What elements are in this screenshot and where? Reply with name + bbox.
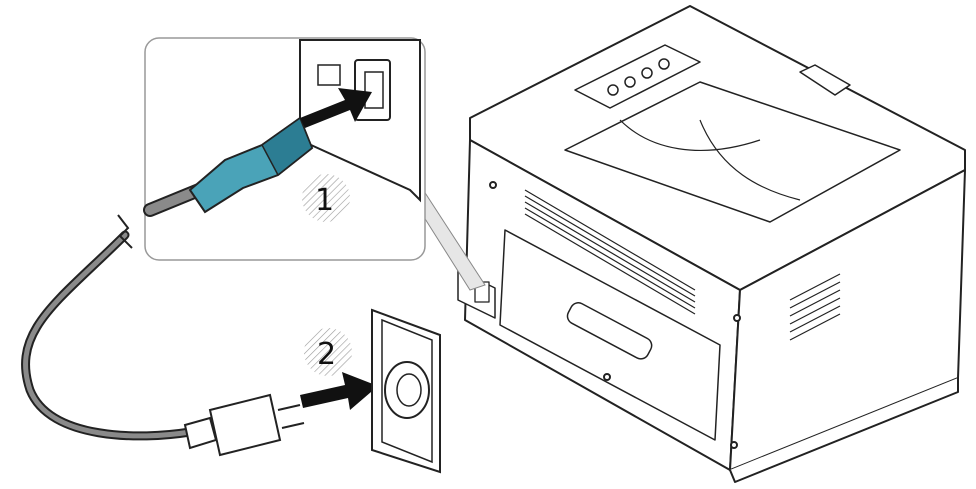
side-vent xyxy=(524,189,696,315)
control-panel xyxy=(574,44,701,109)
plug-pin xyxy=(281,422,305,429)
printer-foot xyxy=(729,378,959,483)
panel-button-icon[interactable] xyxy=(607,84,619,96)
panel-button-icon[interactable] xyxy=(641,67,653,79)
plug-strain-relief xyxy=(183,416,218,450)
inset-socket-inner xyxy=(364,71,384,109)
rear-handle[interactable] xyxy=(565,300,655,362)
cable-break-icon xyxy=(117,214,133,249)
power-cable-fill xyxy=(23,232,193,439)
wall-plug xyxy=(183,393,305,457)
step-1-badge xyxy=(302,174,350,222)
iec-connector-shade xyxy=(261,116,313,177)
wall-outlet xyxy=(371,308,441,474)
tray-tab xyxy=(799,64,851,96)
screw-icon xyxy=(603,373,611,381)
plug-pin xyxy=(277,404,301,411)
right-vent xyxy=(789,273,841,341)
power-cable xyxy=(21,230,195,441)
printer xyxy=(457,5,966,483)
plug-body xyxy=(208,393,282,457)
zoom-inset xyxy=(143,37,486,291)
step-2-label: 2 xyxy=(317,337,336,372)
inset-switch xyxy=(317,64,341,86)
screw-icon xyxy=(489,181,497,189)
output-tray xyxy=(564,81,901,223)
outlet-socket-inner xyxy=(396,373,422,407)
step-1-label: 1 xyxy=(315,183,334,218)
power-button-icon[interactable] xyxy=(658,58,670,70)
tray-curve xyxy=(619,119,761,151)
screw-icon xyxy=(733,314,741,322)
screw-icon xyxy=(730,441,738,449)
insert-arrow-2 xyxy=(300,372,378,410)
panel-button-icon[interactable] xyxy=(624,76,636,88)
tray-curve-2 xyxy=(699,119,801,201)
insert-arrow-1 xyxy=(300,88,372,128)
step-2-badge xyxy=(304,328,352,376)
